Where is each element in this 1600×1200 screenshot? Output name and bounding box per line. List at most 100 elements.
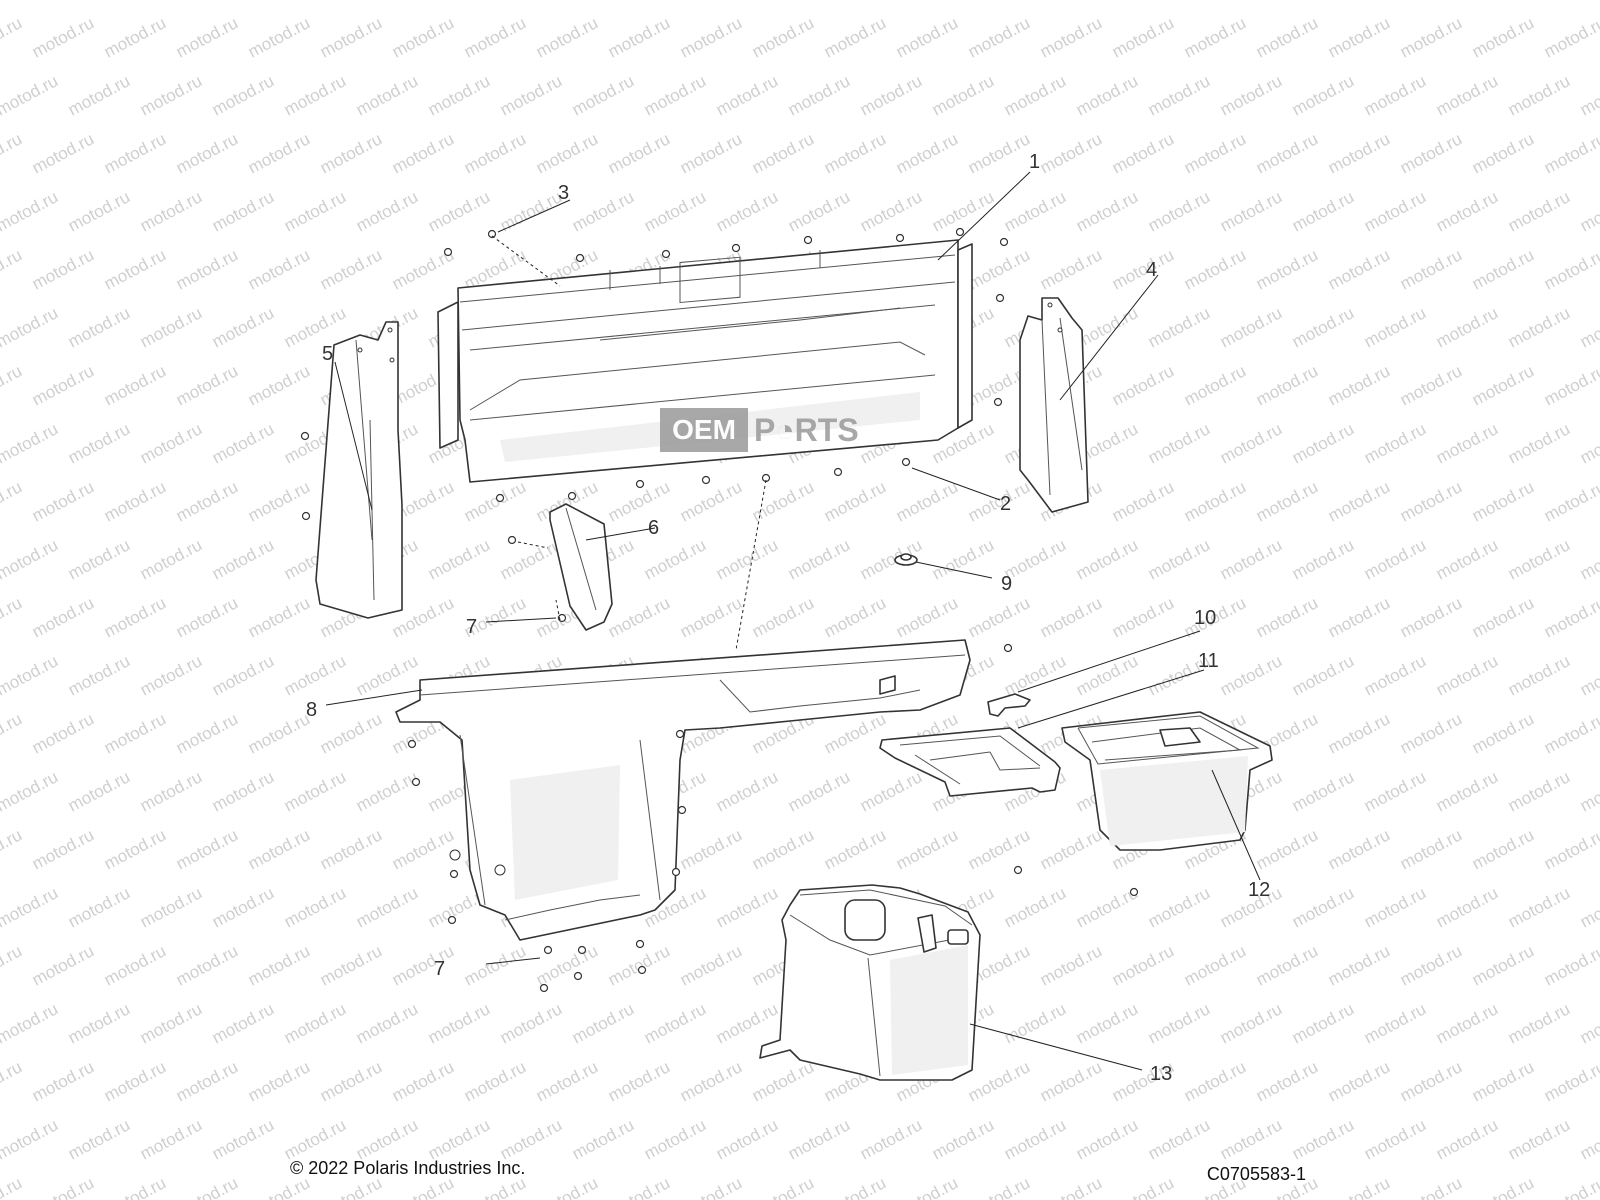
watermark-text: motod.ru [173, 825, 241, 873]
watermark-text: motod.ru [749, 825, 817, 873]
watermark-text: motod.ru [353, 1115, 421, 1163]
watermark-text: motod.ru [1469, 361, 1537, 409]
watermark-text: motod.ru [1253, 825, 1321, 873]
fastener-bolt [1003, 643, 1013, 653]
logo-parts-text: P◔RTS [754, 412, 859, 448]
watermark-text: motod.ru [605, 1173, 673, 1200]
watermark-text: motod.ru [1577, 303, 1600, 351]
watermark-text: motod.ru [533, 129, 601, 177]
fastener-bolt [637, 965, 647, 975]
watermark-text: motod.ru [605, 593, 673, 641]
watermark-text: motod.ru [1073, 535, 1141, 583]
watermark-text: motod.ru [1361, 1115, 1429, 1163]
fastener-bolt [955, 227, 965, 237]
watermark-text: motod.ru [965, 593, 1033, 641]
assembly-lines [491, 235, 767, 651]
watermark-text: motod.ru [1145, 535, 1213, 583]
watermark-text: motod.ru [317, 709, 385, 757]
watermark-text: motod.ru [245, 709, 313, 757]
watermark-text: motod.ru [1073, 999, 1141, 1047]
watermark-text: motod.ru [1397, 477, 1465, 525]
watermark-text: motod.ru [1253, 941, 1321, 989]
fastener-bolt [635, 479, 645, 489]
watermark-text: motod.ru [713, 1115, 781, 1163]
watermark-text: motod.ru [821, 825, 889, 873]
fastener-bolt [1013, 865, 1023, 875]
watermark-text: motod.ru [1469, 1173, 1537, 1200]
watermark-text: motod.ru [1433, 303, 1501, 351]
watermark-text: motod.ru [893, 129, 961, 177]
callout-labels: 1 2 3 4 5 6 7 7 8 9 10 11 12 13 [306, 151, 1270, 1085]
watermark-text: motod.ru [173, 129, 241, 177]
watermark-text: motod.ru [173, 709, 241, 757]
watermark-text: motod.ru [425, 999, 493, 1047]
watermark-text: motod.ru [1397, 245, 1465, 293]
watermark-text: motod.ru [1469, 1057, 1537, 1105]
watermark-text: motod.ru [101, 825, 169, 873]
watermark-text: motod.ru [1181, 13, 1249, 61]
watermark-text: motod.ru [317, 13, 385, 61]
watermark-text: motod.ru [1073, 1115, 1141, 1163]
watermark-text: motod.ru [389, 1057, 457, 1105]
watermark-text: motod.ru [353, 71, 421, 119]
watermark-text: motod.ru [1181, 361, 1249, 409]
watermark-text: motod.ru [137, 1115, 205, 1163]
watermark-text: motod.ru [1397, 129, 1465, 177]
fastener-bolt [487, 229, 497, 239]
watermark-text: motod.ru [137, 999, 205, 1047]
watermark-text: motod.ru [0, 1173, 25, 1200]
watermark-text: motod.ru [1397, 825, 1465, 873]
watermark-text: motod.ru [1289, 883, 1357, 931]
watermark-text: motod.ru [1145, 0, 1213, 4]
part-6-pad [549, 503, 613, 631]
watermark-text: motod.ru [1253, 129, 1321, 177]
watermark-text: motod.ru [893, 13, 961, 61]
watermark-text: motod.ru [137, 651, 205, 699]
watermark-text: motod.ru [353, 999, 421, 1047]
watermark-text: motod.ru [1325, 709, 1393, 757]
callout-11: 11 [1198, 650, 1219, 672]
watermark-text: motod.ru [1325, 361, 1393, 409]
watermark-text: motod.ru [1181, 1057, 1249, 1105]
watermark-text: motod.ru [1037, 825, 1105, 873]
watermark-text: motod.ru [605, 129, 673, 177]
watermark-text: motod.ru [1145, 1115, 1213, 1163]
watermark-text: motod.ru [1577, 535, 1600, 583]
watermark-text: motod.ru [281, 1115, 349, 1163]
watermark-text: motod.ru [1505, 767, 1573, 815]
watermark-text: motod.ru [1217, 71, 1285, 119]
watermark-text: motod.ru [1541, 941, 1600, 989]
watermark-text: motod.ru [209, 883, 277, 931]
watermark-text: motod.ru [1505, 999, 1573, 1047]
watermark-text: motod.ru [281, 767, 349, 815]
watermark-text: motod.ru [821, 1173, 889, 1200]
watermark-text: motod.ru [1217, 419, 1285, 467]
fastener-bolt [995, 293, 1005, 303]
watermark-text: motod.ru [29, 1173, 97, 1200]
watermark-text: motod.ru [857, 187, 925, 235]
watermark-text: motod.ru [641, 71, 709, 119]
watermark-text: motod.ru [1253, 1057, 1321, 1105]
watermark-text: motod.ru [29, 477, 97, 525]
watermark-text: motod.ru [641, 0, 709, 4]
watermark-text: motod.ru [857, 71, 925, 119]
watermark-text: motod.ru [0, 709, 25, 757]
watermark-text: motod.ru [209, 0, 277, 4]
watermark-text: motod.ru [1181, 477, 1249, 525]
watermark-text: motod.ru [1325, 13, 1393, 61]
watermark-text: motod.ru [533, 941, 601, 989]
watermark-text: motod.ru [1217, 187, 1285, 235]
watermark-text: motod.ru [1505, 1115, 1573, 1163]
watermark-text: motod.ru [533, 13, 601, 61]
watermark-text: motod.ru [713, 767, 781, 815]
watermark-text: motod.ru [1109, 245, 1177, 293]
watermark-text: motod.ru [173, 1057, 241, 1105]
fastener-bolt [443, 247, 453, 257]
watermark-text: motod.ru [65, 651, 133, 699]
watermark-text: motod.ru [1109, 361, 1177, 409]
watermark-text: motod.ru [209, 1115, 277, 1163]
watermark-text: motod.ru [1361, 883, 1429, 931]
watermark-text: motod.ru [1361, 303, 1429, 351]
